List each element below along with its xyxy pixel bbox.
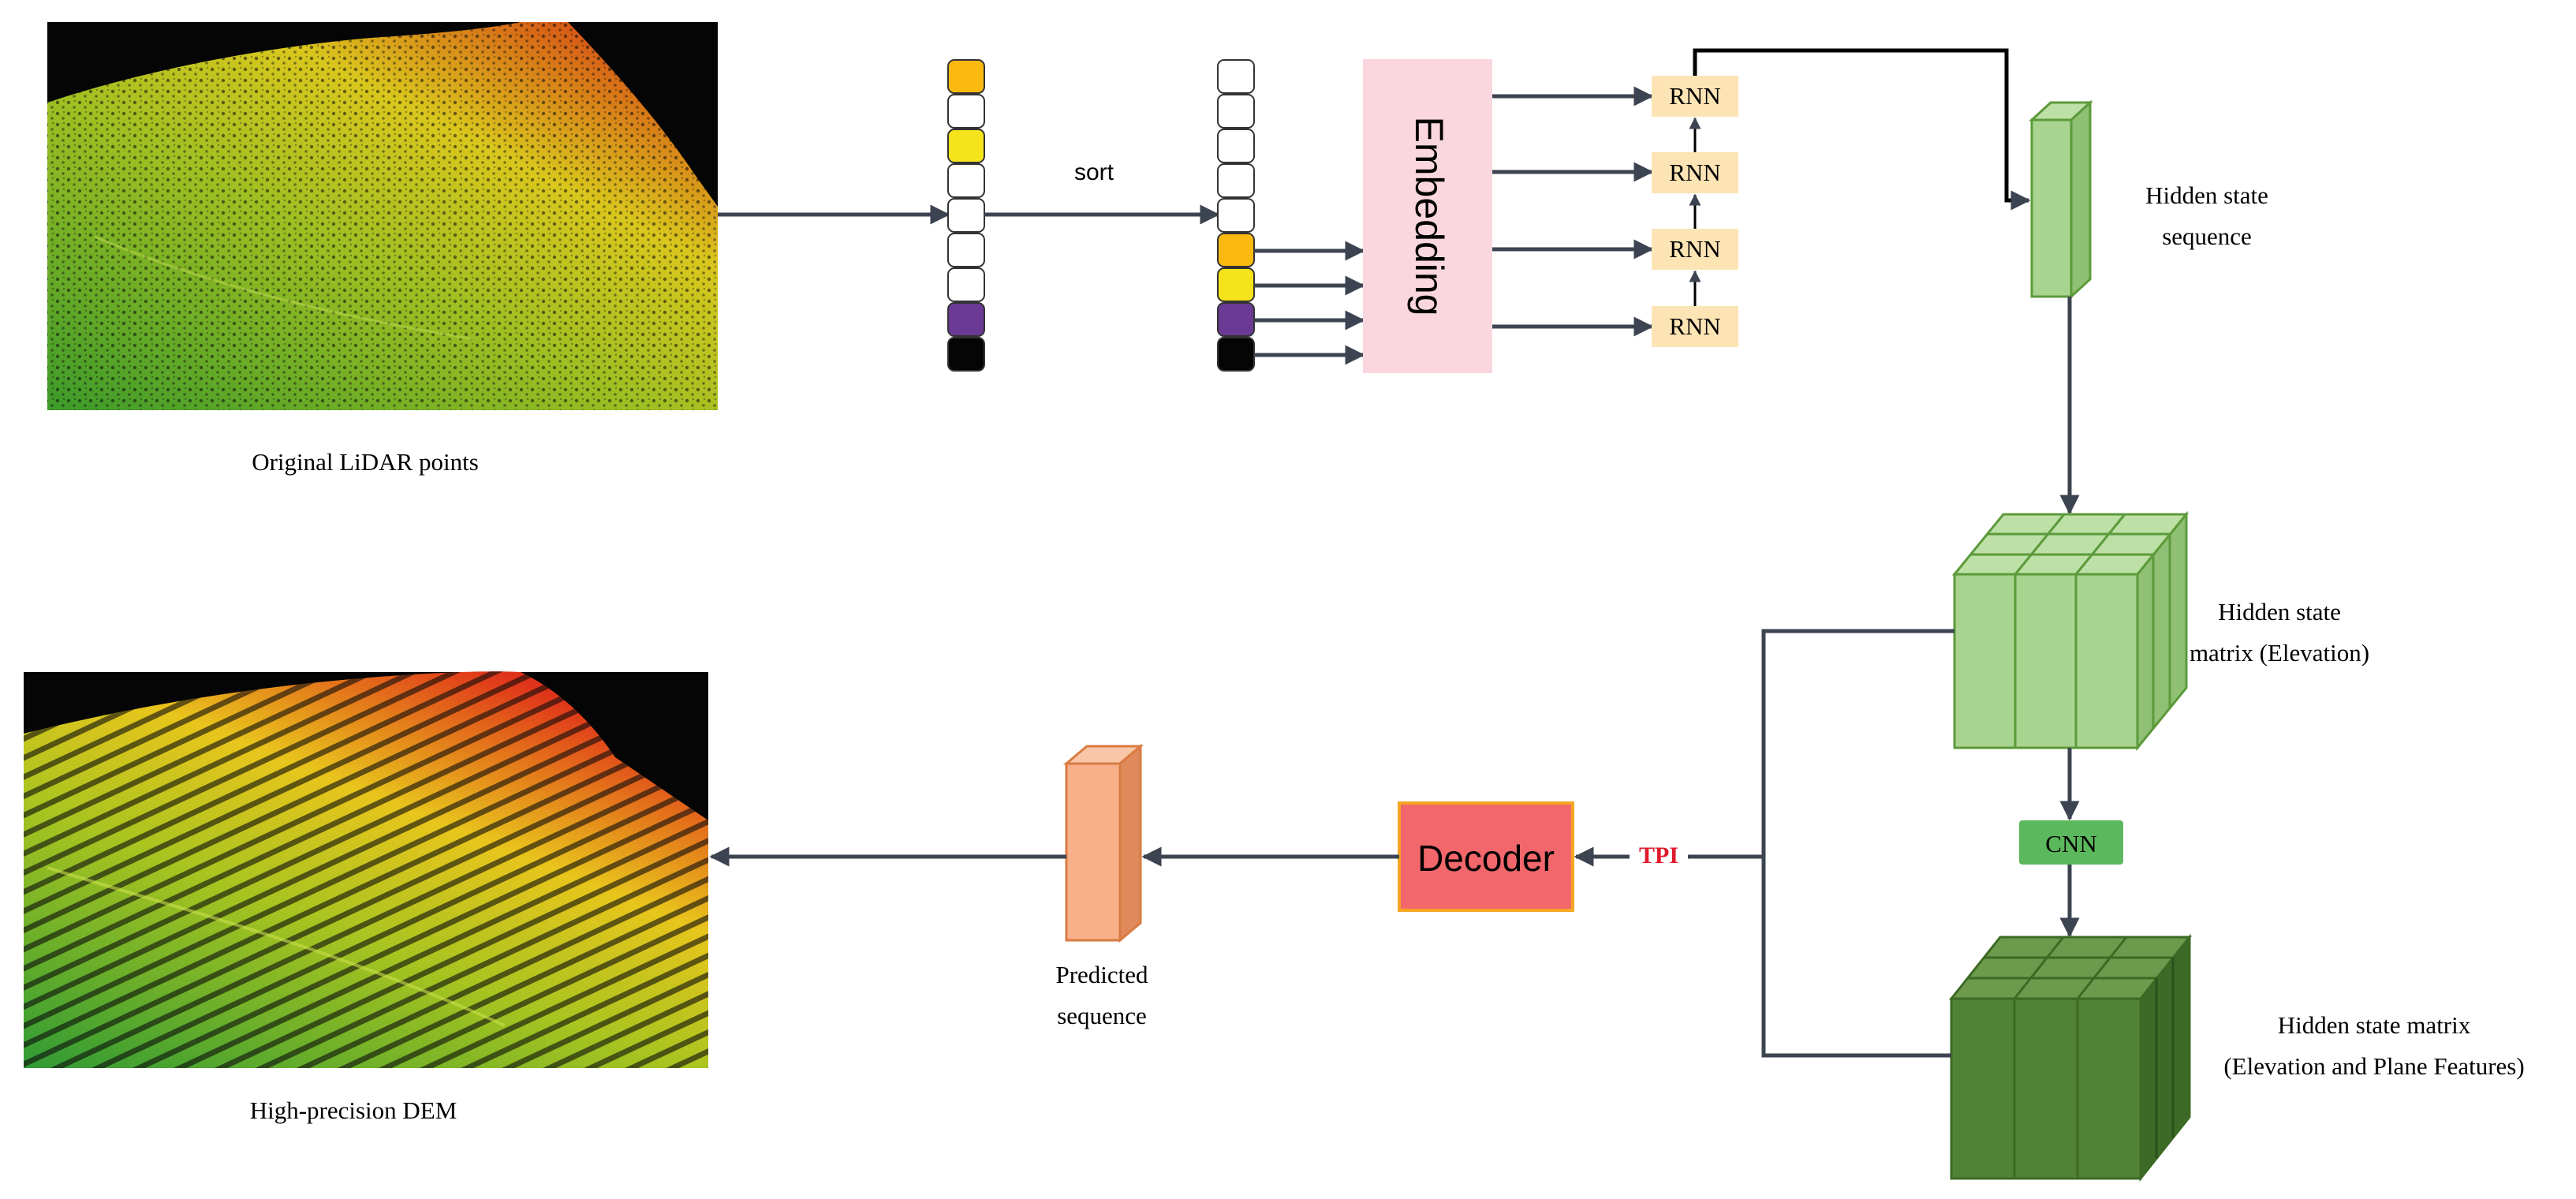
token-cell [947,59,985,94]
token-cell [947,233,985,267]
predicted-label-1: Predicted [1055,961,1148,988]
rnn-stack: RNN RNN RNN RNN [1652,76,1738,347]
decoder-block: Decoder [1398,801,1574,912]
predicted-label-2: sequence [1057,1002,1147,1029]
token-cell [947,302,985,337]
token-cell [947,267,985,302]
hidden-state-matrix-elevation-cube [1951,510,2190,752]
hidden-state-sequence-prism [2029,99,2093,300]
lidar-point-cloud-image [47,22,718,410]
matrix-elev-label-1: Hidden state [2218,598,2341,626]
rnn-label: RNN [1669,235,1720,263]
token-cell [1217,94,1255,129]
cnn-label: CNN [2045,830,2096,857]
dem-label: High-precision DEM [250,1096,457,1124]
token-cell [1217,59,1255,94]
token-to-embedding-arrows [1254,241,1365,365]
embedding-label: Embedding [1407,117,1451,316]
matrix-to-decoder-bracket [1761,629,1954,1058]
rnn-label: RNN [1669,82,1720,110]
token-cell [947,198,985,233]
matrix-plane-label-2: (Elevation and Plane Features) [2223,1052,2524,1080]
decoder-label: Decoder [1417,838,1555,879]
dem-surface-image [24,671,708,1068]
rnn-cell [1652,306,1738,347]
matrix-elev-label-2: matrix (Elevation) [2190,639,2369,667]
arrow-rnn-to-hidden-seq [1693,48,2031,211]
token-cell [1217,198,1255,233]
hidden-state-matrix-plane-cube [1948,933,2193,1182]
hidden-seq-label-1: Hidden state [2145,181,2268,209]
predicted-sequence-prism [1062,743,1144,943]
token-cell [1217,129,1255,163]
tpi-label: TPI [1639,842,1678,868]
token-cell [947,337,985,372]
sort-label: sort [1074,159,1114,185]
cnn-block: CNN [2019,820,2123,865]
original-lidar-label: Original LiDAR points [252,448,479,476]
token-cell [947,129,985,163]
matrix-plane-label-1: Hidden state matrix [2278,1011,2471,1039]
embedding-block: Embedding [1363,59,1492,373]
hidden-seq-label-2: sequence [2162,222,2252,250]
token-cell [947,163,985,198]
rnn-cell [1652,229,1738,270]
rnn-label: RNN [1669,159,1720,186]
token-cell [1217,163,1255,198]
rnn-label: RNN [1669,312,1720,340]
unsorted-token-column [947,59,985,372]
rnn-cell [1652,152,1738,193]
embedding-to-rnn-arrows [1492,86,1654,337]
token-cell [947,94,985,129]
token-cell [1217,233,1255,267]
sorted-token-column [1217,59,1255,372]
token-cell [1217,267,1255,302]
rnn-cell [1652,76,1738,117]
token-cell [1217,302,1255,337]
token-cell [1217,337,1255,372]
